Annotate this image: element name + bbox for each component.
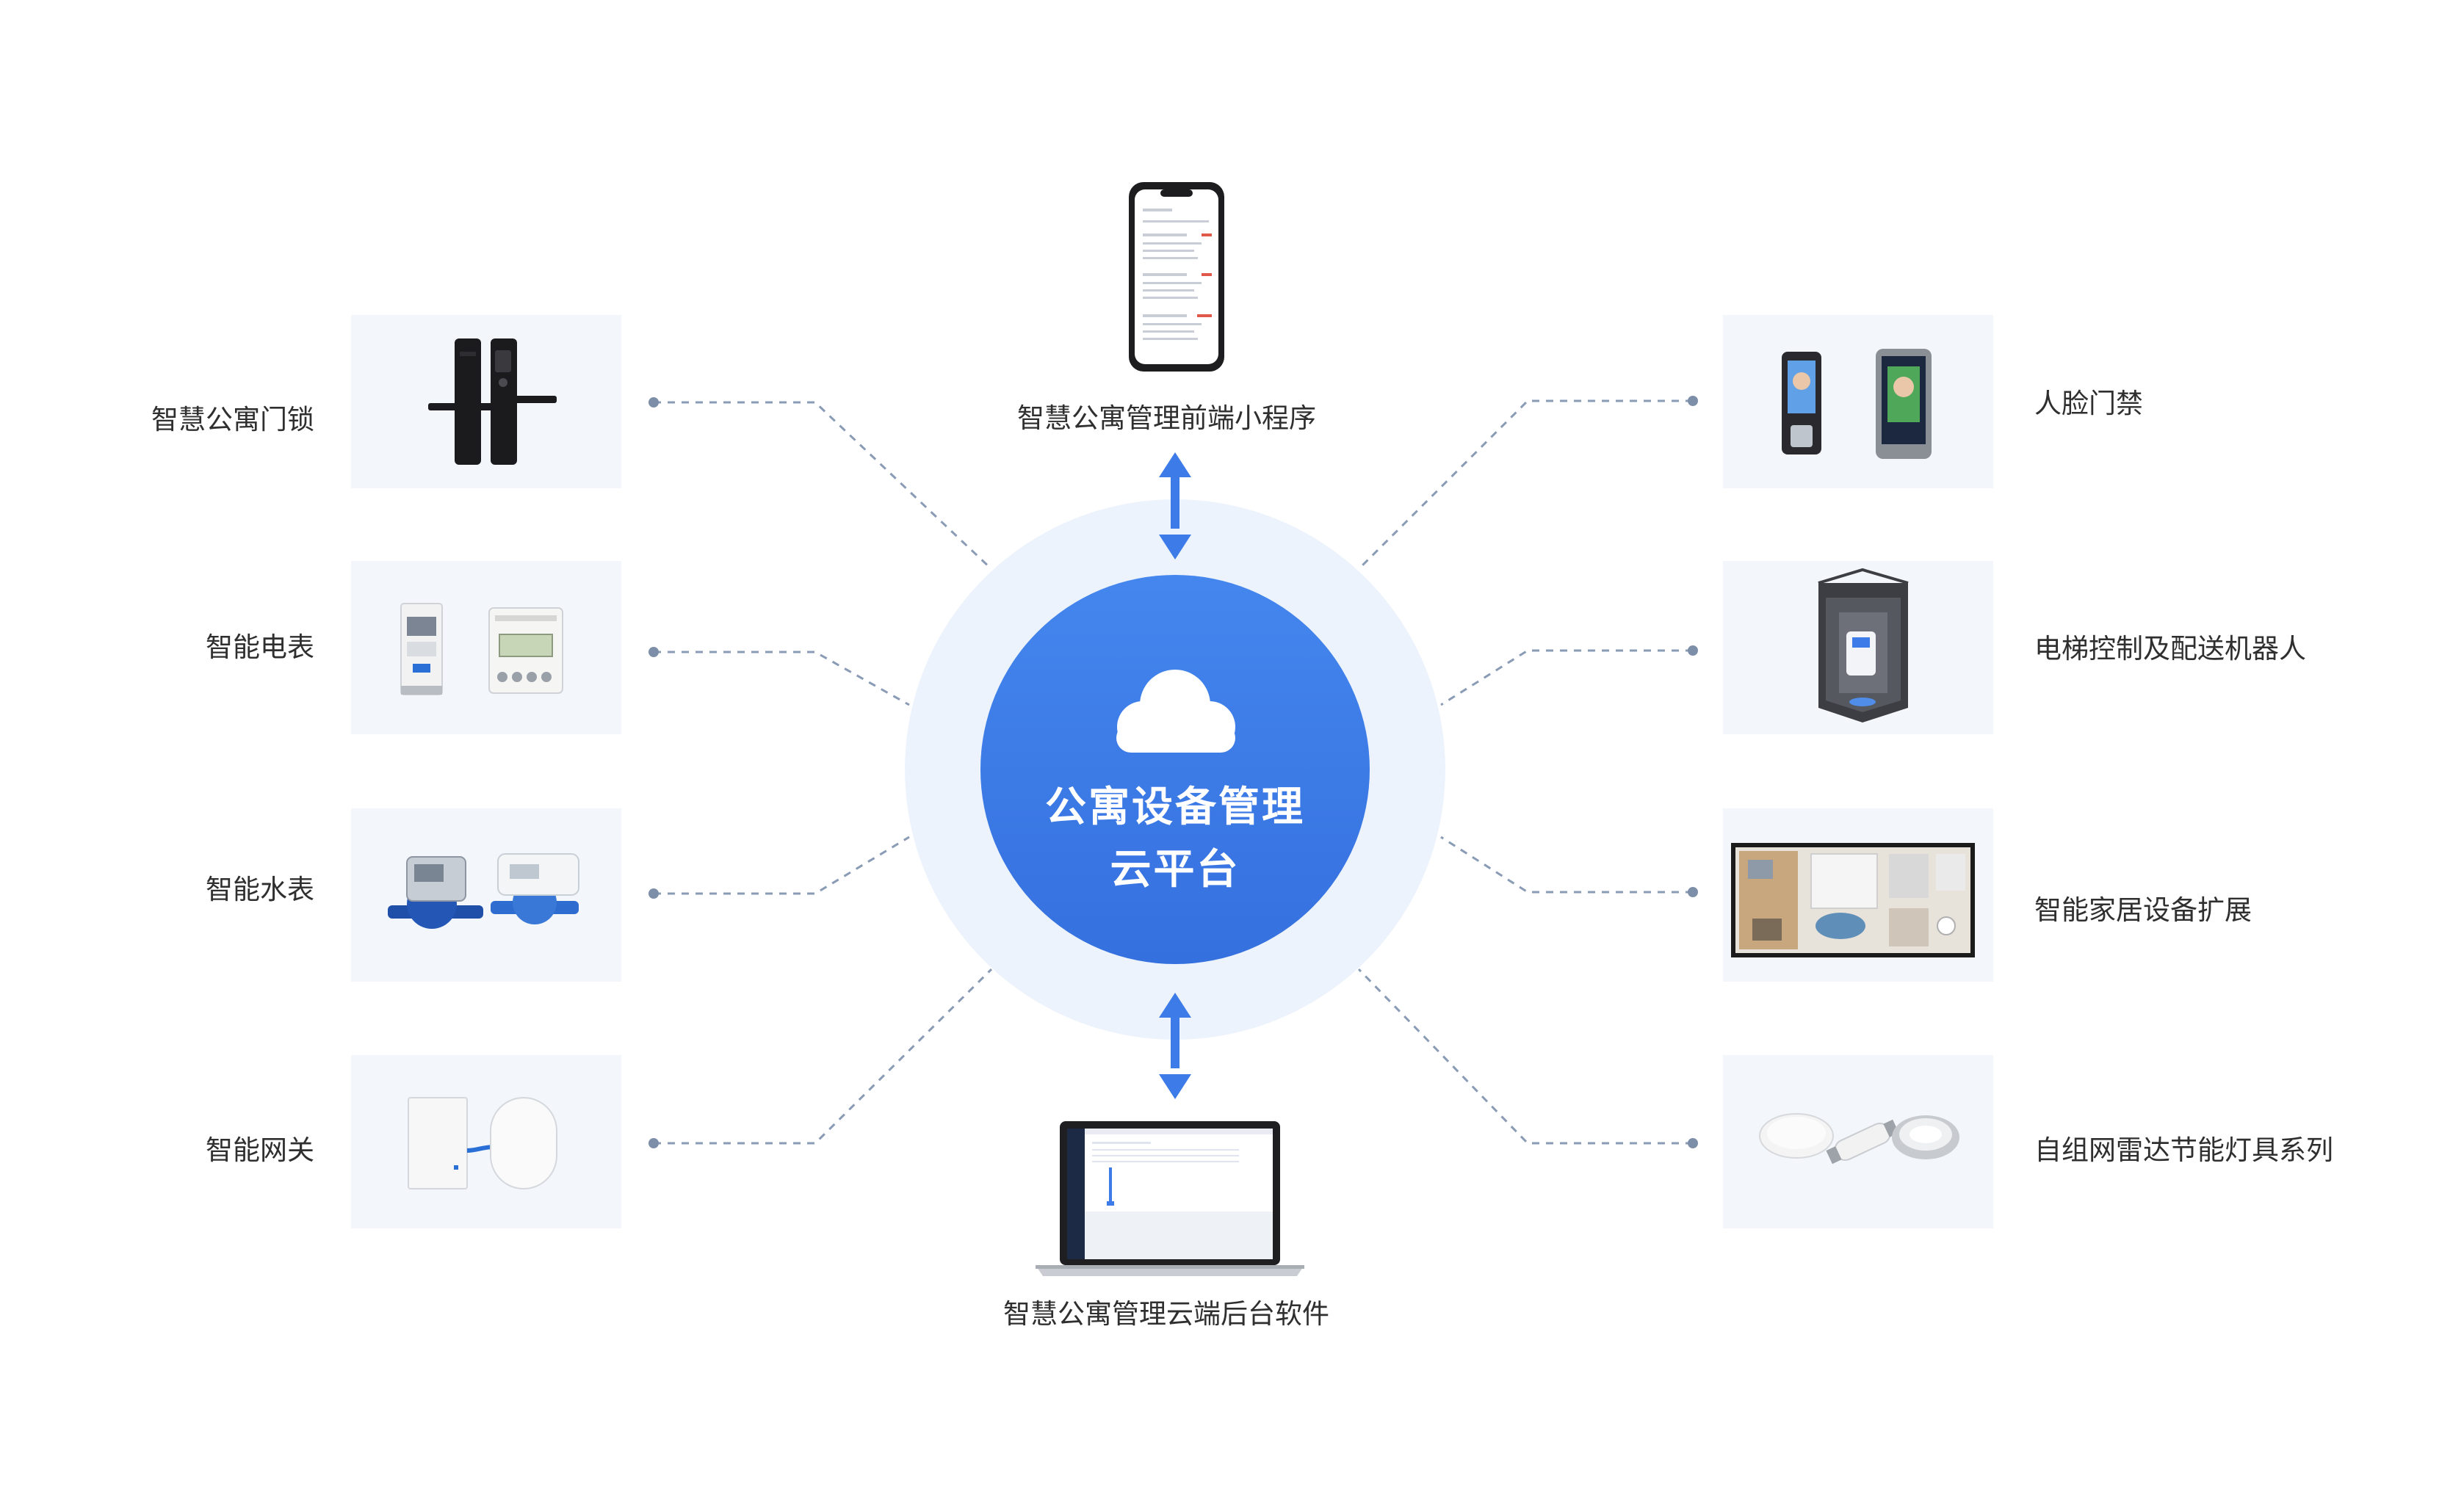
connector-left-4 (654, 968, 993, 1145)
card-door-lock (351, 315, 621, 488)
cloud-icon (1116, 670, 1235, 753)
card-electric-meter (351, 561, 621, 734)
bottom-label: 智慧公寓管理云端后台软件 (1003, 1298, 1329, 1330)
card-lighting (1723, 1055, 1993, 1228)
connector-dot (648, 397, 659, 408)
connector-right-1 (1357, 399, 1693, 571)
connector-left-2 (654, 651, 910, 706)
connector-dot (1688, 645, 1698, 656)
label-door-lock: 智慧公寓门锁 (151, 404, 314, 435)
connector-dot (1688, 396, 1698, 406)
card-water-meter (351, 808, 621, 982)
label-electric-meter: 智能电表 (206, 631, 314, 663)
label-floor-plan: 智能家居设备扩展 (2034, 894, 2252, 926)
connector-dot (1688, 1138, 1698, 1148)
door-lock-icon (428, 338, 557, 465)
connector-left-3 (654, 836, 910, 895)
lighting-icon (1759, 1113, 1959, 1165)
label-face-access: 人脸门禁 (2034, 388, 2143, 419)
card-gateway (351, 1055, 621, 1228)
connector-right-2 (1440, 649, 1693, 706)
connector-right-3 (1440, 836, 1693, 894)
hub-title-line2: 云平台 (1110, 846, 1240, 894)
connector-dot (648, 1138, 659, 1148)
label-lighting: 自组网雷达节能灯具系列 (2034, 1134, 2333, 1166)
arrow-top (1159, 452, 1191, 559)
connector-dot (1688, 887, 1698, 897)
floor-plan-icon (1731, 843, 1975, 957)
label-gateway: 智能网关 (206, 1134, 314, 1166)
card-elevator (1723, 561, 1993, 734)
connector-left-1 (654, 401, 993, 571)
card-floor-plan (1723, 808, 1993, 982)
connector-right-4 (1357, 968, 1693, 1145)
connector-dot (648, 647, 659, 657)
hub-circle (980, 575, 1370, 964)
gateway-icon (408, 1097, 557, 1189)
label-water-meter: 智能水表 (206, 874, 314, 905)
laptop-icon (1036, 1121, 1304, 1276)
electric-meter-icon (400, 603, 563, 695)
arrow-bottom (1159, 993, 1191, 1099)
connector-dot (648, 888, 659, 899)
hub-title-line1: 公寓设备管理 (1045, 783, 1305, 831)
smartphone-icon (1129, 182, 1224, 372)
top-label: 智慧公寓管理前端小程序 (1017, 402, 1316, 434)
label-elevator: 电梯控制及配送机器人 (2034, 633, 2306, 664)
face-access-icon (1782, 349, 1932, 459)
elevator-icon (1818, 568, 1909, 722)
water-meter-icon (388, 853, 579, 929)
card-face-access (1723, 315, 1993, 488)
